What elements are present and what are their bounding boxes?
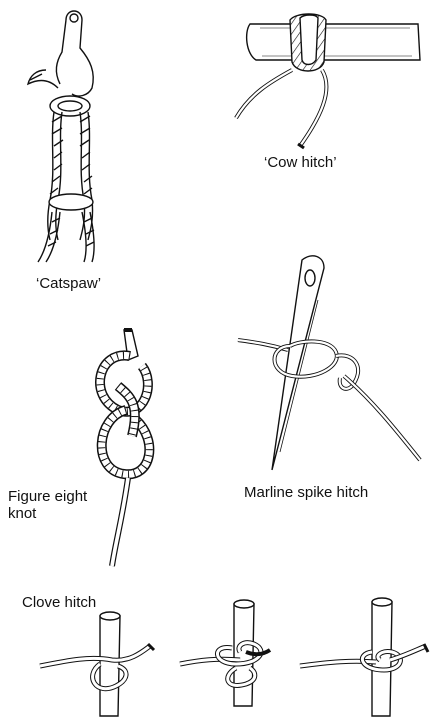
figure-eight-label-line1: Figure eight: [8, 488, 87, 505]
cow-hitch-illustration: [236, 14, 420, 148]
figure-eight-knot-label: Figure eight knot: [8, 488, 87, 523]
figure-eight-label-line2: knot: [8, 505, 87, 522]
figure-eight-knot-illustration: [100, 330, 149, 566]
clove-hitch-step-3-illustration: [300, 598, 428, 716]
cow-hitch-label: ‘Cow hitch’: [264, 154, 337, 171]
clove-hitch-label: Clove hitch: [22, 594, 96, 611]
marline-spike-hitch-illustration: [238, 256, 420, 470]
catspaw-label: ‘Catspaw’: [36, 275, 101, 292]
clove-hitch-step-1-illustration: [40, 612, 154, 716]
catspaw-knot-illustration: [28, 11, 94, 262]
marline-spike-hitch-label: Marline spike hitch: [244, 484, 368, 501]
clove-hitch-step-2-illustration: [180, 600, 270, 706]
